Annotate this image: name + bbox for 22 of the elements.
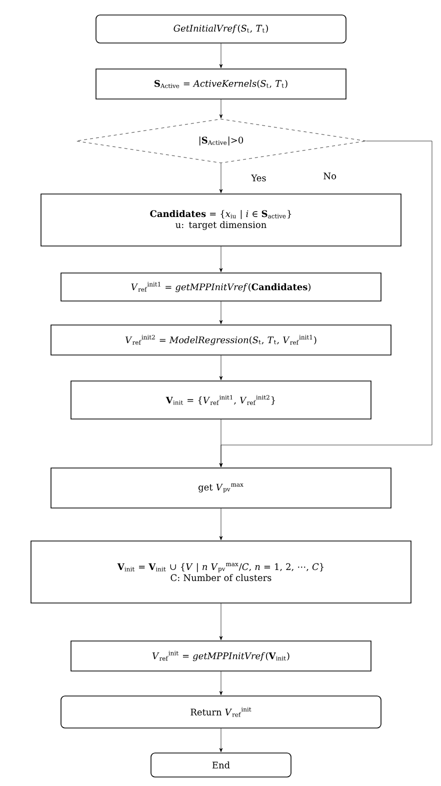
process-box: V$_{init}$ = V$_{init}$ ∪ {V | n V$_{pv}$$^{max}$/C, n = 1, 2, ⋯, C} C: Number of clusters (30, 540, 412, 604)
process-box: S$_{Active}$ = ActiveKernels(S$_{t}$, T$_{t}$) (96, 68, 346, 100)
process-box: V$_{ref}$$^{init}$ = getMPPInitVref(V$_{init}$) (70, 640, 372, 672)
arrow (219, 301, 223, 324)
arrow (219, 246, 223, 272)
arrow (219, 603, 223, 640)
arrow (219, 508, 223, 540)
arrow (219, 728, 223, 752)
process-box: Candidates = {x$_{iu}$ | i ∈ S$_{active}$} u: target dimension (40, 194, 402, 246)
arrow (219, 99, 223, 118)
arrow (219, 43, 223, 68)
edge-label: No (322, 172, 338, 180)
process-box: V$_{ref}$$^{init2}$ = ModelRegression(S$_{t}$, T$_{t}$, V$_{ref}$$^{init1}$) (50, 324, 392, 356)
arrow (219, 419, 223, 468)
end-box: End (150, 752, 292, 778)
start-box: GetInitialVref(S$_{t}$, T$_{t}$) (96, 14, 346, 44)
edge-label: Yes (250, 174, 268, 182)
process-box: V$_{ref}$$^{init1}$ = getMPPInitVref(Candidates) (60, 272, 382, 302)
arrow (219, 355, 223, 380)
process-box: V$_{init}$ = {V$_{ref}$$^{init1}$, V$_{ref}$$^{init2}$} (70, 380, 372, 420)
arrow (219, 671, 223, 696)
arrow (219, 163, 223, 194)
